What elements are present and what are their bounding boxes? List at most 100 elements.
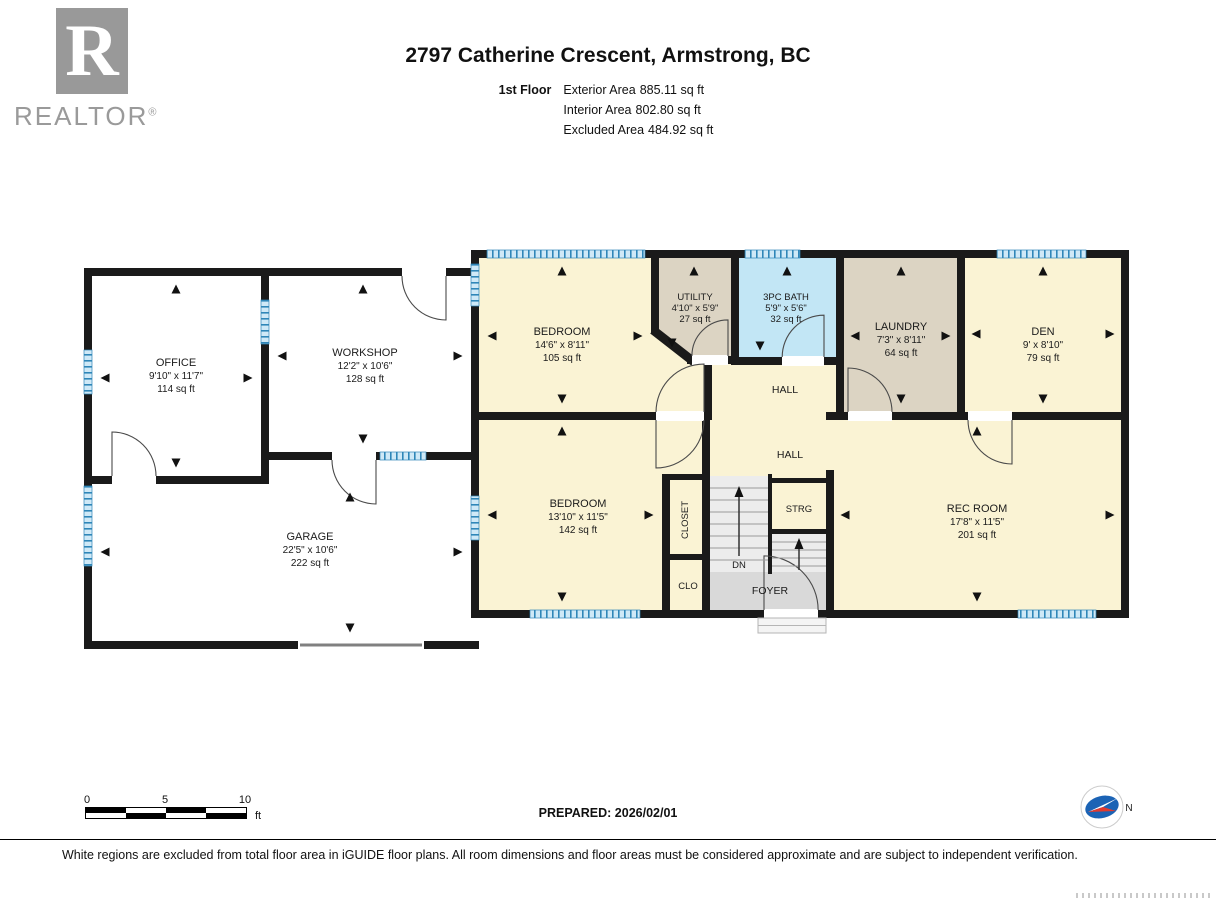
disclaimer-text: White regions are excluded from total fl… bbox=[62, 848, 1078, 862]
clo-area bbox=[670, 560, 702, 612]
laundry-area bbox=[840, 258, 961, 416]
garage-dims: 22'5" x 10'6" bbox=[283, 545, 338, 556]
bedroom-upper-dims: 14'6" x 8'11" bbox=[535, 340, 590, 351]
wall bbox=[662, 474, 710, 480]
stairs bbox=[710, 486, 826, 570]
workshop-dims: 12'2" x 10'6" bbox=[338, 361, 393, 372]
utility-area bbox=[655, 258, 739, 360]
office-sqft: 114 sq ft bbox=[157, 384, 195, 395]
wall bbox=[84, 268, 479, 276]
scale-bar: 0 5 10 ft bbox=[83, 794, 305, 822]
foyer-area bbox=[710, 572, 830, 610]
wall bbox=[836, 250, 844, 420]
office-label: OFFICE bbox=[156, 357, 196, 369]
dim-arrow bbox=[345, 623, 355, 633]
dim-arrow bbox=[171, 284, 181, 294]
room-fills bbox=[479, 258, 1125, 612]
realtor-wordmark: REALTOR® bbox=[14, 101, 174, 132]
exterior-area-label: Exterior Area bbox=[563, 83, 636, 97]
window-marker bbox=[744, 249, 801, 259]
wall bbox=[768, 478, 830, 483]
bath-sqft: 32 sq ft bbox=[770, 314, 802, 325]
door-gap bbox=[848, 411, 892, 421]
laundry-label: LAUNDRY bbox=[875, 321, 928, 333]
scale-row bbox=[86, 808, 246, 813]
clo-label: CLO bbox=[678, 581, 698, 592]
registered-mark: ® bbox=[148, 106, 159, 119]
den-label: DEN bbox=[1031, 326, 1054, 338]
entry-landing bbox=[757, 617, 827, 634]
scale-ticks: 0 5 10 bbox=[83, 794, 305, 807]
wall bbox=[662, 474, 670, 618]
realtor-brand: R REALTOR® bbox=[14, 8, 174, 132]
interior-area-label: Interior Area bbox=[563, 103, 632, 117]
utility-label: UTILITY bbox=[677, 292, 713, 303]
dim-arrow bbox=[453, 547, 463, 557]
scale-tick-5: 5 bbox=[161, 794, 169, 806]
bedroom-lower-sqft: 142 sq ft bbox=[559, 525, 598, 536]
bath-label: 3PC BATH bbox=[763, 292, 809, 303]
laundry-dims: 7'3" x 8'11" bbox=[877, 335, 926, 346]
rec-room-sqft: 201 sq ft bbox=[958, 530, 997, 541]
hall-lower-label: HALL bbox=[777, 449, 803, 461]
utility-sqft: 27 sq ft bbox=[679, 314, 711, 325]
wall bbox=[826, 470, 834, 618]
utility-dims: 4'10" x 5'9" bbox=[672, 303, 719, 314]
wall bbox=[702, 416, 710, 618]
footer-divider bbox=[0, 839, 1216, 840]
scale-tick-0: 0 bbox=[83, 794, 91, 806]
door-gap bbox=[968, 411, 1012, 421]
bedroom-lower-dims: 13'10" x 11'5" bbox=[548, 512, 608, 523]
workshop-sqft: 128 sq ft bbox=[346, 374, 385, 385]
bedroom-upper-sqft: 105 sq ft bbox=[543, 353, 582, 364]
den-area bbox=[961, 258, 1125, 416]
scale-bar-graphic bbox=[85, 807, 247, 819]
compass-icon: N bbox=[1080, 785, 1133, 829]
rec-room-dims: 17'8" x 11'5" bbox=[950, 517, 1005, 528]
wall bbox=[84, 641, 479, 649]
compass-needle-red bbox=[1088, 807, 1116, 812]
door-gaps bbox=[112, 267, 1012, 650]
wall bbox=[704, 356, 712, 416]
dim-arrow bbox=[171, 458, 181, 468]
scale-tick-10: 10 bbox=[238, 794, 252, 806]
realtor-logo: R bbox=[56, 8, 128, 94]
stair-arrowhead bbox=[794, 538, 804, 549]
storage-area bbox=[772, 482, 826, 530]
rec-room-label: REC ROOM bbox=[947, 503, 1008, 515]
excluded-area-label: Excluded Area bbox=[563, 123, 645, 137]
window-marker bbox=[470, 495, 480, 541]
bedroom-upper-label: BEDROOM bbox=[534, 326, 591, 338]
hall-upper-label: HALL bbox=[772, 384, 798, 396]
window-marker bbox=[83, 485, 93, 567]
window-marker bbox=[379, 451, 427, 461]
interior-area-value: 802.80 sq ft bbox=[635, 103, 701, 117]
scale-unit-label: ft bbox=[255, 810, 262, 822]
stairs-down-label: DN bbox=[732, 560, 746, 571]
closet-area bbox=[670, 478, 702, 556]
wall bbox=[957, 250, 965, 420]
door-gap bbox=[692, 355, 728, 365]
wall bbox=[768, 474, 772, 574]
storage-label: STRG bbox=[786, 504, 812, 515]
wall bbox=[84, 268, 92, 649]
door-gap bbox=[764, 609, 818, 619]
office-dims: 9'10" x 11'7" bbox=[149, 371, 204, 382]
den-dims: 9' x 8'10" bbox=[1023, 340, 1064, 351]
door-gap bbox=[402, 267, 446, 277]
window-marker bbox=[486, 249, 646, 259]
window-marker bbox=[996, 249, 1087, 259]
wall bbox=[84, 476, 269, 484]
dim-arrow bbox=[100, 547, 110, 557]
windows bbox=[83, 249, 1097, 619]
dim-arrow bbox=[358, 284, 368, 294]
bedroom-lower-label: BEDROOM bbox=[550, 498, 607, 510]
den-sqft: 79 sq ft bbox=[1027, 353, 1060, 364]
wall bbox=[651, 250, 659, 334]
rec-room-area bbox=[830, 416, 1125, 612]
door-swing bbox=[331, 459, 377, 505]
